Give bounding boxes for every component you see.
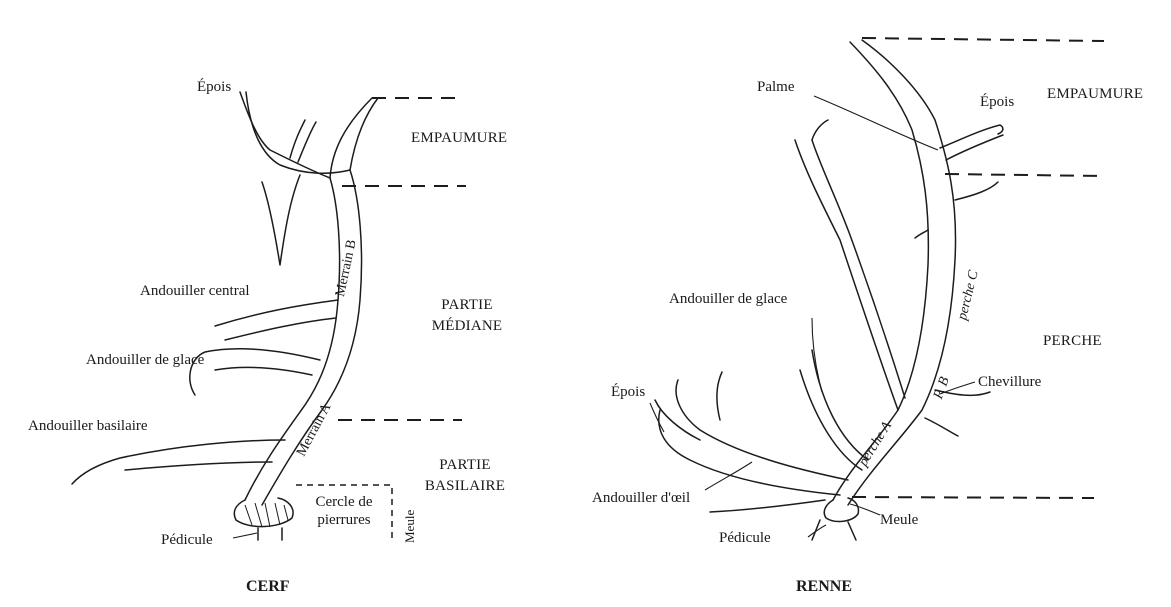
renne-empaumure-top-marker — [862, 38, 1104, 41]
cerf-mediane-zone-line1: PARTIE — [423, 297, 511, 314]
cerf-cercle-label-line1: Cercle de — [300, 494, 388, 511]
cerf-title: CERF — [246, 578, 290, 595]
renne-epois-left-leader — [650, 403, 664, 432]
cerf-basilaire-zone-line1: PARTIE — [418, 457, 512, 474]
renne-epois-left-label: Épois — [611, 384, 645, 401]
renne-meule-leader — [850, 504, 880, 515]
renne-andouiller-oeil-label: Andouiller d'œil — [592, 490, 690, 507]
cerf-mediane-zone-line2: MÉDIANE — [420, 318, 514, 335]
renne-antler-drawing — [655, 40, 1003, 540]
cerf-andouiller-basilaire-label: Andouiller basilaire — [28, 418, 148, 435]
cerf-pedicule-leader — [233, 533, 257, 538]
renne-andouiller-glace-label: Andouiller de glace — [669, 291, 787, 308]
renne-perche-bottom-marker — [852, 497, 1094, 498]
renne-empaumure-zone: EMPAUMURE — [1047, 86, 1143, 103]
cerf-empaumure-zone: EMPAUMURE — [411, 130, 507, 147]
renne-meule-label: Meule — [880, 512, 918, 529]
renne-andouiller-oeil-leader — [705, 462, 752, 490]
renne-pedicule-label: Pédicule — [719, 530, 771, 547]
cerf-basilaire-zone-line2: BASILAIRE — [410, 478, 520, 495]
renne-chevillure-label: Chevillure — [978, 374, 1041, 391]
renne-empaumure-bottom-marker — [945, 174, 1103, 176]
cerf-andouiller-central-label: Andouiller central — [140, 283, 250, 300]
renne-epois-top-label: Épois — [980, 94, 1014, 111]
cerf-cercle-label-line2: pierrures — [300, 512, 388, 529]
cerf-pedicule-label: Pédicule — [161, 532, 213, 549]
cerf-andouiller-glace-label: Andouiller de glace — [86, 352, 204, 369]
renne-palme-leader — [814, 96, 938, 150]
cerf-meule-label: Meule — [402, 510, 418, 543]
renne-palme-label: Palme — [757, 79, 795, 96]
cerf-epois-label: Épois — [197, 79, 231, 96]
cerf-antler-drawing — [72, 92, 378, 540]
renne-perche-zone: PERCHE — [1043, 333, 1102, 350]
renne-title: RENNE — [796, 578, 852, 595]
